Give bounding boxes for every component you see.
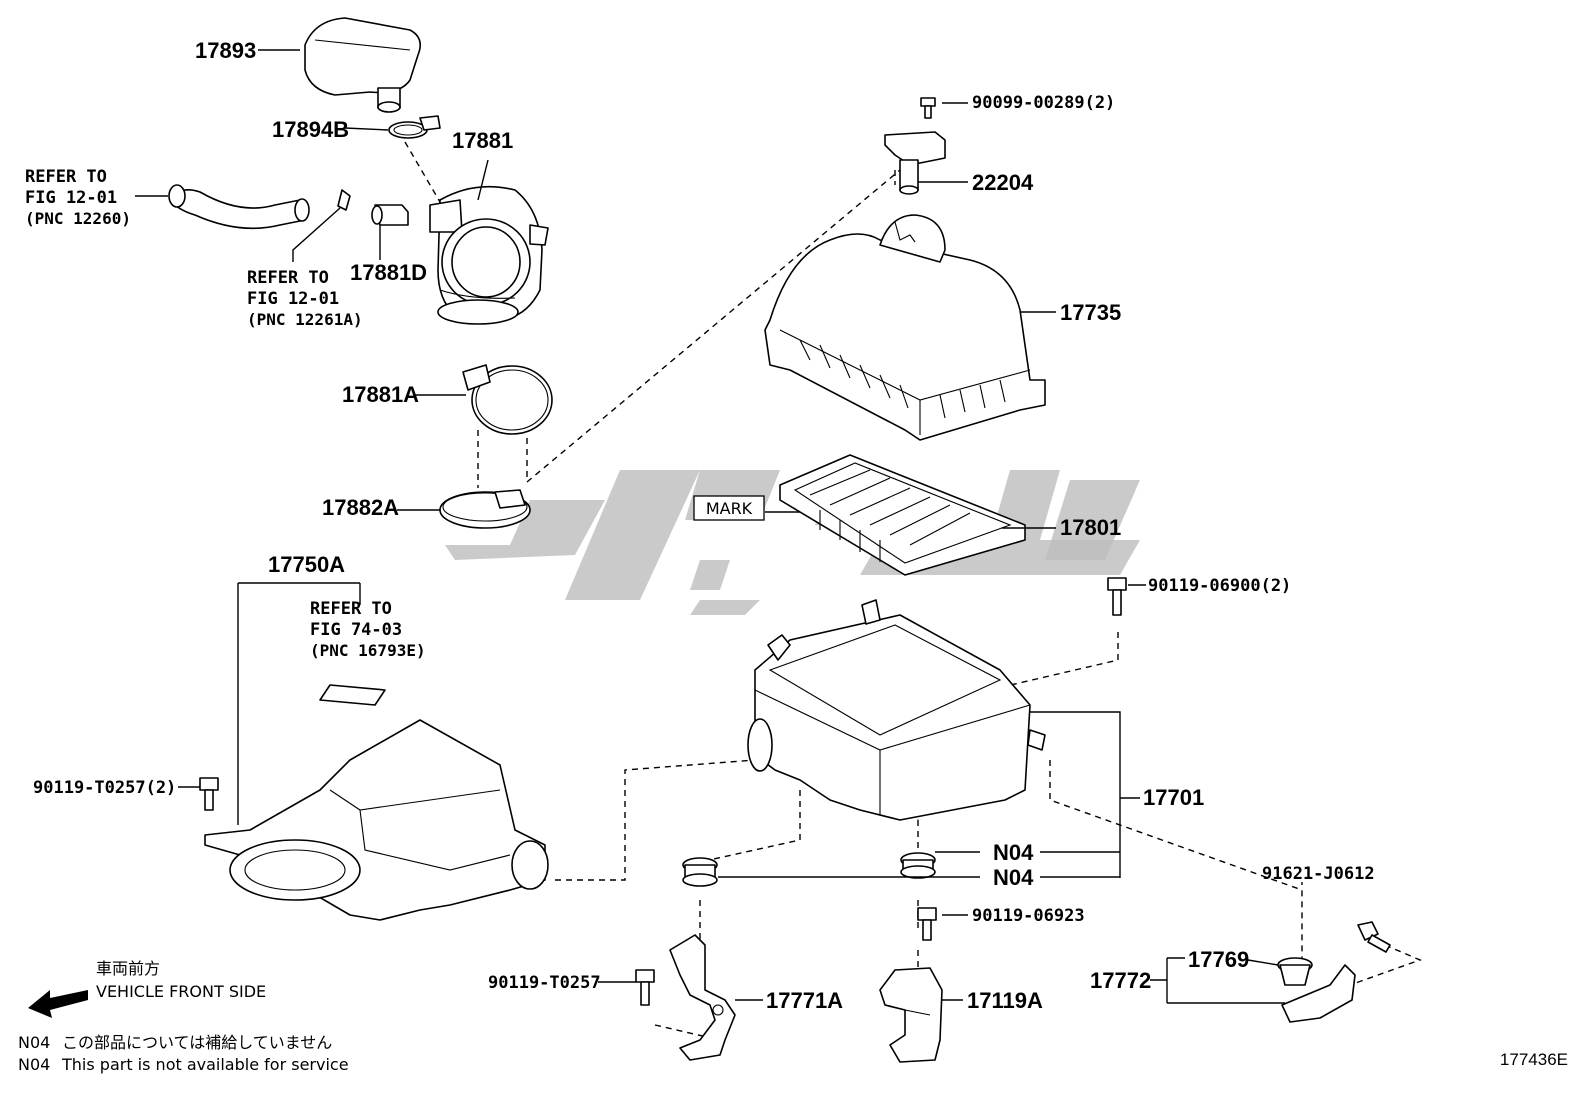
ref-12261A-line2: FIG 12-01 — [247, 289, 339, 309]
note-2-code: N04 — [18, 1055, 50, 1074]
part-17750A-drawing — [204, 684, 549, 921]
label-17881D: 17881D — [350, 260, 427, 285]
label-90119-06923: 90119-06923 — [972, 906, 1085, 926]
ref-16793E-line1: REFER TO — [310, 599, 392, 619]
ref-12261A-line1: REFER TO — [247, 268, 329, 288]
part-17894B-drawing — [388, 115, 441, 139]
front-jp: 車両前方 — [96, 959, 160, 978]
bolt-90119-06900-drawing — [1107, 577, 1127, 616]
figure-id: 177436E — [1500, 1050, 1568, 1069]
mark-callout: MARK — [693, 495, 765, 521]
ref-16793E-line3: (PNC 16793E) — [310, 641, 426, 660]
note-1-code: N04 — [18, 1033, 50, 1052]
fitting-drawing — [337, 189, 409, 226]
label-17771A: 17771A — [766, 988, 843, 1013]
legend: 車両前方 VEHICLE FRONT SIDE N04 この部品については補給し… — [18, 959, 1568, 1074]
note-1-text: この部品については補給していません — [62, 1033, 332, 1052]
label-17769: 17769 — [1188, 947, 1249, 972]
label-17881: 17881 — [452, 128, 513, 153]
part-17735-drawing — [764, 214, 1046, 441]
label-17772: 17772 — [1090, 968, 1151, 993]
label-17750A: 17750A — [268, 552, 345, 577]
label-17894B: 17894B — [272, 117, 349, 142]
bolt-91621-drawing — [1357, 921, 1391, 953]
label-n04-b: N04 — [993, 865, 1034, 890]
bolt-90119-06923-drawing — [917, 907, 937, 941]
part-17881-drawing — [429, 185, 549, 325]
part-17801-drawing — [779, 454, 1026, 576]
label-22204: 22204 — [972, 170, 1034, 195]
label-17881A: 17881A — [342, 382, 419, 407]
ref-12260-line3: (PNC 12260) — [25, 209, 131, 228]
label-17119A: 17119A — [967, 988, 1043, 1013]
label-90119-T0257: 90119-T0257 — [488, 973, 601, 993]
part-17893-drawing — [304, 17, 421, 113]
ref-12260-line1: REFER TO — [25, 167, 107, 187]
label-n04-a: N04 — [993, 840, 1034, 865]
screw-90099-drawing — [920, 97, 936, 119]
part-17881A-drawing — [462, 364, 553, 435]
label-17893: 17893 — [195, 38, 256, 63]
label-17735: 17735 — [1060, 300, 1121, 325]
part-22204-drawing — [884, 131, 946, 195]
part-labels: 17893 17894B 17881 17881D 17881A 17882A … — [33, 38, 1375, 1013]
part-17119A-drawing — [879, 967, 943, 1063]
label-90099-00289: 90099-00289(2) — [972, 93, 1115, 113]
label-90119-T0257-2: 90119-T0257(2) — [33, 778, 176, 798]
vehicle-front-arrow — [28, 990, 88, 1018]
label-17801: 17801 — [1060, 515, 1121, 540]
part-17771A-drawing — [669, 934, 736, 1061]
part-17882A-drawing — [439, 489, 531, 529]
note-2-text: This part is not available for service — [61, 1055, 349, 1074]
ref-12261A-line3: (PNC 12261A) — [247, 310, 363, 329]
ref-16793E-line2: FIG 74-03 — [310, 620, 402, 640]
bolt-90119-T0257-2-drawing — [199, 777, 219, 811]
part-17701-drawing — [747, 599, 1046, 821]
label-17701: 17701 — [1143, 785, 1204, 810]
part-17772-drawing — [1277, 957, 1356, 1023]
leader-lines — [135, 49, 1303, 1004]
hose-12260-drawing — [168, 184, 310, 230]
label-17882A: 17882A — [322, 495, 399, 520]
front-en: VEHICLE FRONT SIDE — [96, 982, 266, 1001]
label-91621-J0612: 91621-J0612 — [1262, 864, 1375, 884]
bolt-90119-T0257-drawing — [635, 969, 655, 1006]
ref-12260-line2: FIG 12-01 — [25, 188, 117, 208]
reference-notes: REFER TO FIG 12-01 (PNC 12260) REFER TO … — [25, 167, 426, 660]
grommets-drawing — [682, 852, 936, 887]
label-90119-06900: 90119-06900(2) — [1148, 576, 1291, 596]
mark-label: MARK — [706, 499, 753, 518]
